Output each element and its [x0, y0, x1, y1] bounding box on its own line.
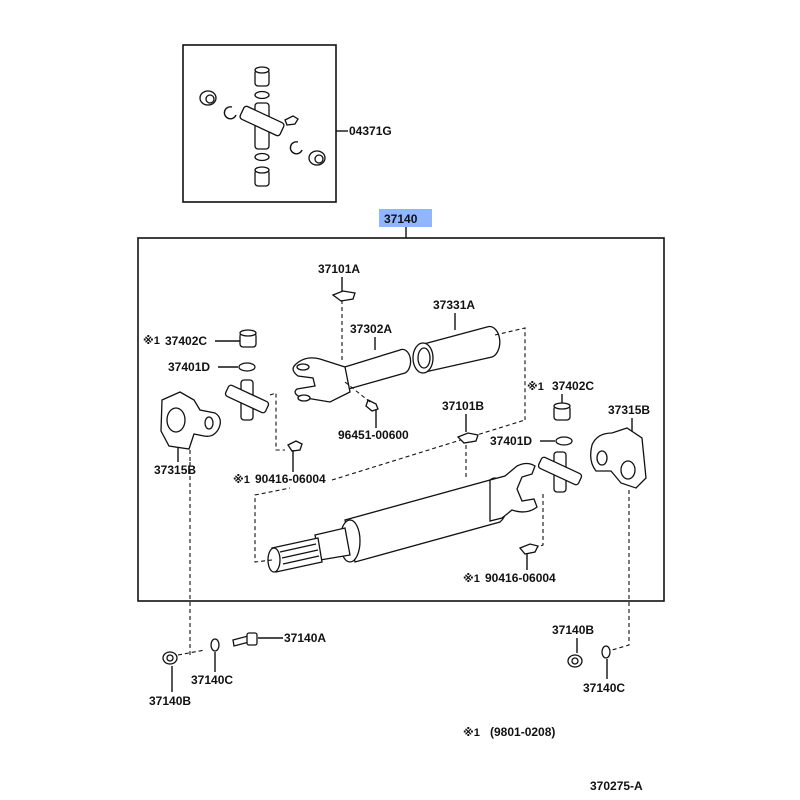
note-mark-90416-lower: ※1 [463, 573, 480, 585]
label-37402C-right: 37402C [552, 379, 594, 393]
label-37140B-right: 37140B [552, 623, 594, 637]
nut-37140B-right [567, 654, 583, 668]
grease-fitting-90416-lower [518, 543, 539, 555]
bolt-37140A [232, 632, 258, 647]
label-04371G: 04371G [349, 124, 392, 138]
kit-box [182, 44, 337, 203]
sleeve-yoke-37302A [292, 348, 412, 403]
label-37402C-left: 37402C [165, 334, 207, 348]
label-90416-upper: 90416-06004 [255, 472, 326, 486]
footnote-mark: ※1 [463, 727, 480, 739]
label-37140C-right: 37140C [583, 681, 625, 695]
label-37331A: 37331A [433, 298, 475, 312]
propeller-shaft [267, 462, 538, 573]
grease-fitting-96451 [365, 399, 379, 412]
part-number-highlight[interactable] [379, 209, 432, 227]
label-37101B: 37101B [442, 399, 484, 413]
spider-right [537, 451, 583, 493]
label-37302A: 37302A [350, 322, 392, 336]
nut-37140B-left [162, 651, 178, 665]
snap-ring-37401D-left [238, 362, 256, 372]
flange-yoke-37315B-right [590, 427, 647, 489]
flange-yoke-37315B-left [160, 391, 221, 450]
bearing-cup-37402C-right [553, 402, 571, 421]
footnote-text: (9801-0208) [490, 725, 555, 739]
illustration-id: 370275-A [590, 779, 643, 793]
label-37401D-left: 37401D [168, 360, 210, 374]
label-37140A: 37140A [284, 631, 326, 645]
balance-weight-37101A [331, 290, 356, 302]
washer-37140C-right [601, 645, 611, 659]
assembly-frame [137, 237, 665, 602]
note-mark-37402C-left: ※1 [143, 335, 160, 347]
label-37101A: 37101A [318, 262, 360, 276]
label-37401D-right: 37401D [490, 434, 532, 448]
bearing-cup-37402C-left [239, 329, 257, 348]
label-37140C-left: 37140C [191, 673, 233, 687]
universal-joint-kit-illustration [199, 66, 326, 187]
grease-fitting-90416-upper [287, 440, 303, 452]
snap-ring-37401D-right [555, 436, 573, 446]
note-mark-37402C-right: ※1 [527, 381, 544, 393]
washer-37140C-left [210, 638, 220, 652]
balance-weight-37101B [456, 432, 479, 444]
dust-boot-37331A [412, 325, 501, 374]
label-37140[interactable]: 37140 [384, 212, 418, 226]
label-96451-00600: 96451-00600 [338, 428, 409, 442]
label-90416-lower: 90416-06004 [485, 571, 556, 585]
label-37315B-right: 37315B [608, 403, 650, 417]
spider-left [224, 379, 270, 421]
label-37315B-left: 37315B [154, 463, 196, 477]
note-mark-90416-upper: ※1 [233, 474, 250, 486]
label-37140B-left: 37140B [149, 694, 191, 708]
